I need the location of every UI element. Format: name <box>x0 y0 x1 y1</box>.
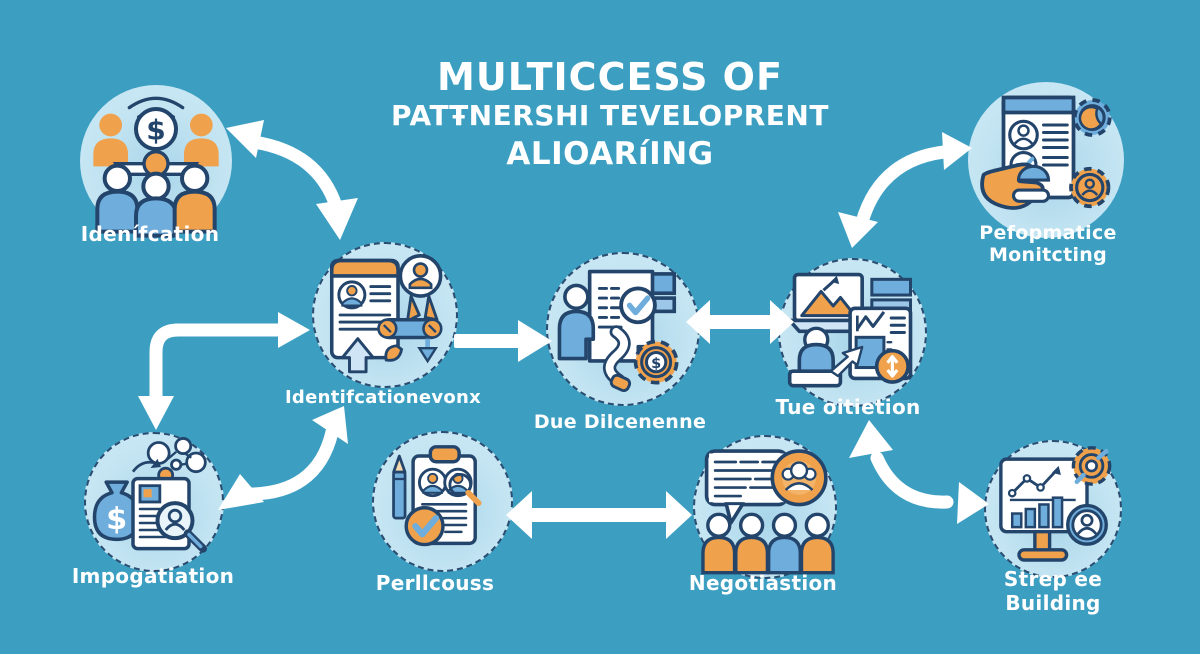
label-tue-oitietion: Tue oitietion <box>775 395 921 419</box>
title-line-1: MULTICCESS OF <box>437 55 783 99</box>
label-due-diligence: Due Dilcenenne <box>533 411 707 433</box>
dollar-icon: $ <box>651 356 661 372</box>
arrow-identifcationevonx-due-diligence <box>454 320 552 362</box>
node-identifcationevonx <box>312 242 458 388</box>
title-line-2: PATŦNERSHI TEVELOPRENT <box>391 99 829 132</box>
node-negotiastion <box>693 435 837 579</box>
node-perllcouss <box>372 431 513 572</box>
label-strep-ee-building: Strep ee Building <box>1003 567 1103 615</box>
arrow-impogatiation-identifcationevonx <box>218 406 348 510</box>
label-negotiastion: Negotiastion <box>688 571 838 595</box>
arrow-perllcouss-negotiastion <box>506 491 692 539</box>
title-line-3: ALIOARíING <box>506 136 714 172</box>
label-performance-monitoring: Pefopmatice Monitcting <box>979 222 1117 266</box>
dollar-icon: $ <box>106 502 127 537</box>
label-impogatiation: Impogatiation <box>71 564 235 588</box>
label-identification: Idenífcation <box>80 222 220 246</box>
node-tue-oitietion <box>778 258 927 407</box>
node-performance-monitoring <box>968 82 1124 238</box>
label-identifcationevonx: Identifcationevonx <box>284 387 482 408</box>
team-money-meeting-icon: $ <box>93 96 219 238</box>
document-hand-gears-icon <box>980 95 1112 210</box>
node-identification: $ <box>80 85 232 238</box>
node-strep-ee-building <box>984 440 1122 578</box>
speech-bubble-group-icon <box>701 449 835 575</box>
dashboard-gear-avatar-icon <box>999 446 1112 562</box>
arrow-tue-oitietion-performance-monitoring <box>838 132 972 248</box>
node-impogatiation: $ <box>84 432 224 572</box>
node-due-diligence: $ <box>546 252 700 406</box>
diagram-title: MULTICCESS OF PATŦNERSHI TEVELOPRENT ALI… <box>330 58 890 170</box>
arrow-due-diligence-tue-oitietion <box>686 300 794 344</box>
arrow-tue-oitietion-strep-ee-building <box>849 420 989 524</box>
clipboard-review-check-icon <box>391 444 482 546</box>
label-perllcouss: Perllcouss <box>375 571 495 595</box>
profile-document-badge-icon <box>329 254 443 374</box>
checklist-person-money-gear-icon: $ <box>557 269 678 392</box>
moneybag-document-magnifier-icon: $ <box>92 437 208 553</box>
dollar-icon: $ <box>146 114 165 147</box>
arrow-identification-identifcationevonx <box>226 120 358 240</box>
analyst-charts-document-icon <box>787 272 913 388</box>
arrow-elbow-identifcationevonx-impogatiation <box>138 312 310 430</box>
